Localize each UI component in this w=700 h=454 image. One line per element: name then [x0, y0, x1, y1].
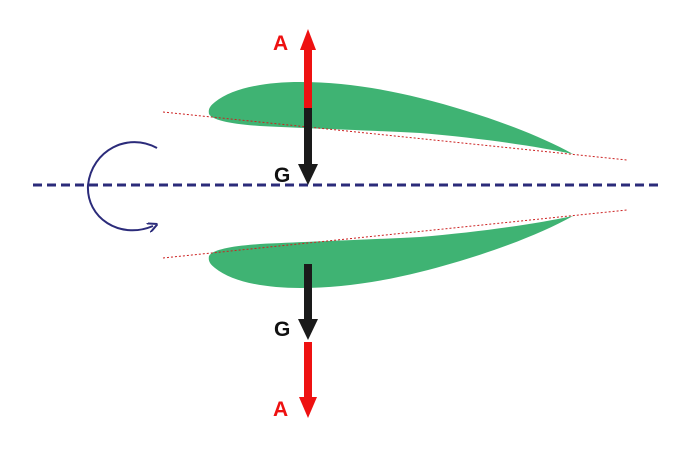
top-weight-arrowhead [298, 164, 318, 185]
lower-chord-line [162, 209, 628, 259]
bottom-lift-arrowhead [299, 397, 317, 418]
bottom-lift-arrow-shaft [304, 342, 312, 398]
lower-wing-airfoil [208, 216, 573, 288]
bottom-weight-arrowhead [298, 319, 318, 340]
bottom-weight-arrow-shaft [304, 264, 312, 320]
bottom-weight-label: G [274, 318, 290, 341]
top-lift-arrow-shaft [304, 48, 312, 108]
bottom-lift-label: A [273, 398, 288, 421]
top-lift-arrowhead [300, 29, 316, 50]
top-weight-label: G [274, 164, 290, 187]
rotation-arrow-icon [86, 141, 157, 230]
upper-chord-line [162, 111, 628, 161]
top-weight-arrow-shaft [304, 108, 312, 165]
top-lift-label: A [273, 32, 288, 55]
upper-wing-airfoil [208, 82, 573, 154]
